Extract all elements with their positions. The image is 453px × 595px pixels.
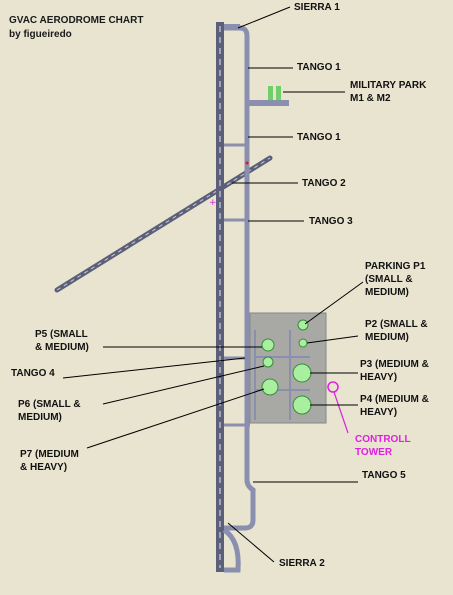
label-tango4: TANGO 4: [11, 368, 55, 379]
label-military-park-line2: M1 & M2: [350, 93, 391, 104]
chart-title-line2: by figueiredo: [9, 29, 72, 40]
parallel-taxiway: [224, 25, 256, 531]
label-military-park-line1: MILITARY PARK: [350, 80, 427, 91]
label-p3: P3 (MEDIUM & HEAVY): [360, 358, 429, 384]
label-military-park: MILITARY PARK M1 & M2: [350, 79, 426, 105]
label-p6-line2: MEDIUM): [18, 412, 62, 423]
label-tango1-mid: TANGO 1: [297, 132, 341, 143]
chart-title-line1: GVAC AERODROME CHART: [9, 15, 144, 26]
label-p2-line1: P2 (SMALL &: [365, 319, 428, 330]
military-park: [247, 86, 289, 106]
stand-p5: [261, 338, 275, 352]
control-tower-marker: [327, 381, 339, 393]
sierra2-loop: [222, 527, 241, 573]
main-runway: [216, 22, 224, 572]
leader-lines: [62, 6, 364, 563]
label-control-tower-line1: CONTROLL: [355, 434, 411, 445]
label-p7: P7 (MEDIUM & HEAVY): [20, 448, 79, 474]
label-p6: P6 (SMALL & MEDIUM): [18, 398, 81, 424]
label-p3-line2: HEAVY): [360, 372, 398, 383]
label-p4-line2: HEAVY): [360, 407, 398, 418]
wind-marker: +: [209, 198, 217, 208]
control-tower-leader: [333, 391, 349, 434]
apron: [249, 312, 327, 424]
label-parking-p1: PARKING P1 (SMALL & MEDIUM): [365, 260, 425, 299]
label-sierra1: SIERRA 1: [294, 2, 340, 13]
label-tango1-top: TANGO 1: [297, 62, 341, 73]
stand-p6: [262, 356, 274, 368]
label-tango5: TANGO 5: [362, 470, 406, 481]
label-p4: P4 (MEDIUM & HEAVY): [360, 393, 429, 419]
label-p3-line1: P3 (MEDIUM &: [360, 359, 429, 370]
stand-p2: [298, 338, 308, 348]
label-tango3: TANGO 3: [309, 216, 353, 227]
label-p7-line2: & HEAVY): [20, 462, 68, 473]
label-p2-line2: MEDIUM): [365, 332, 409, 343]
label-parking-p1-line3: MEDIUM): [365, 287, 409, 298]
label-p7-line1: P7 (MEDIUM: [20, 449, 79, 460]
label-p2: P2 (SMALL & MEDIUM): [365, 318, 428, 344]
sierra1-link: [224, 24, 240, 30]
label-tango2: TANGO 2: [302, 178, 346, 189]
stand-p1: [297, 319, 309, 331]
label-p5-line1: P5 (SMALL: [35, 329, 88, 340]
chart-title: GVAC AERODROME CHART by figueiredo: [9, 14, 143, 42]
label-p5-line2: & MEDIUM): [35, 342, 89, 353]
label-p5: P5 (SMALL & MEDIUM): [35, 328, 89, 354]
stand-p3: [292, 363, 312, 383]
label-p6-line1: P6 (SMALL &: [18, 399, 81, 410]
parking-stands: [261, 319, 312, 415]
label-p4-line1: P4 (MEDIUM &: [360, 394, 429, 405]
cross-runway: [54, 155, 273, 293]
threshold-marker: [245, 161, 249, 165]
stand-p7: [261, 378, 279, 396]
label-parking-p1-line1: PARKING P1: [365, 261, 426, 272]
label-parking-p1-line2: (SMALL &: [365, 274, 413, 285]
label-control-tower: CONTROLL TOWER: [355, 433, 411, 459]
stand-p4: [292, 395, 312, 415]
label-control-tower-line2: TOWER: [355, 447, 393, 458]
label-sierra2: SIERRA 2: [279, 558, 325, 569]
